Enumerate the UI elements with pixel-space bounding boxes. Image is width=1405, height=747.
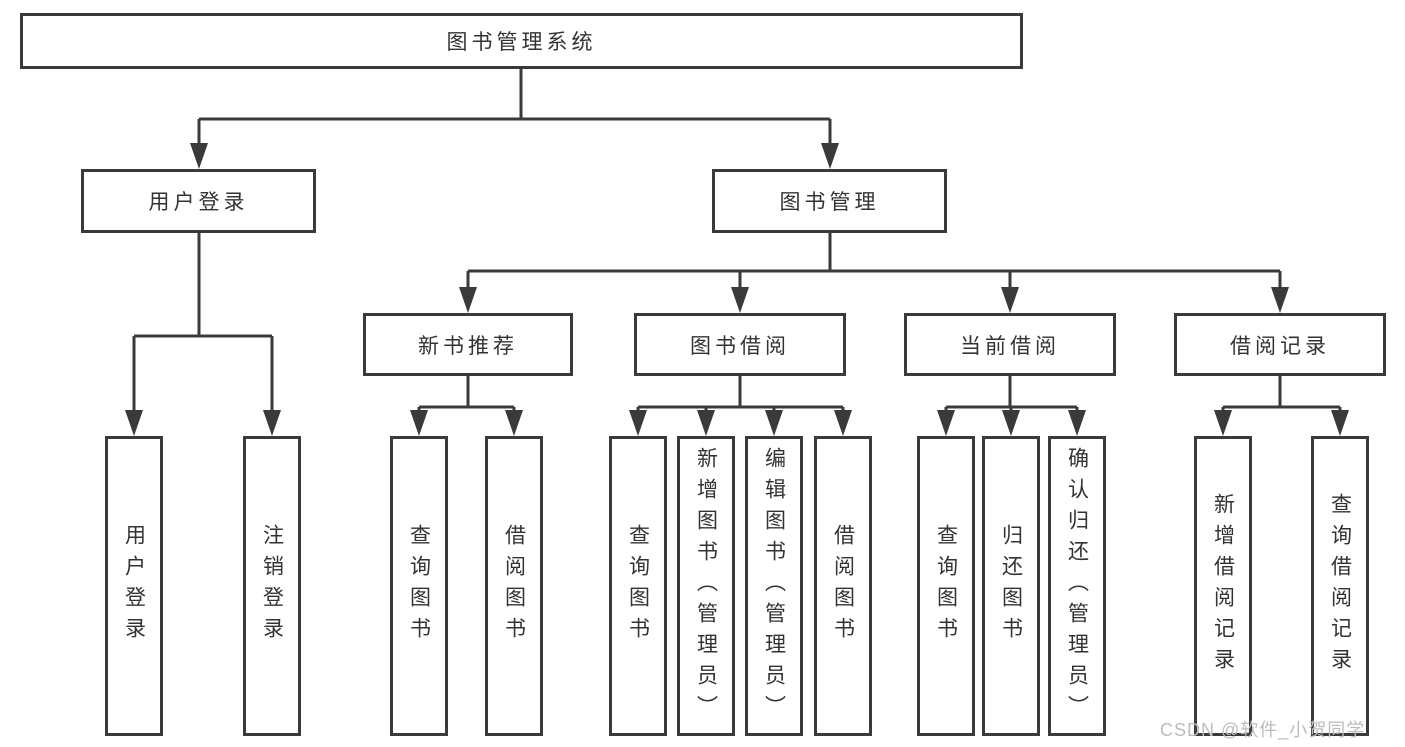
leaf-label: 归还图书 xyxy=(999,524,1023,648)
leaf-label: 查询借阅记录 xyxy=(1328,493,1352,679)
arrow-icon xyxy=(937,410,955,436)
node-user-login: 用户登录 xyxy=(81,169,316,233)
leaf-confirm-return-admin: 确认归还（管理员） xyxy=(1048,436,1106,736)
leaf-label: 借阅图书 xyxy=(502,524,526,648)
node-book-management: 图书管理 xyxy=(712,169,947,233)
arrow-icon xyxy=(505,410,523,436)
leaf-add-borrow-record: 新增借阅记录 xyxy=(1194,436,1252,736)
leaf-query-borrow-record: 查询借阅记录 xyxy=(1311,436,1369,736)
arrow-icon xyxy=(834,410,852,436)
arrow-icon xyxy=(190,143,208,169)
leaf-label: 查询图书 xyxy=(407,524,431,648)
leaf-user-login: 用户登录 xyxy=(105,436,163,736)
connector-book-borrow xyxy=(636,376,845,412)
node-new-book-recommend: 新书推荐 xyxy=(363,313,573,376)
leaf-label: 编辑图书（管理员） xyxy=(762,446,786,726)
connector-stems xyxy=(132,69,1342,412)
connector-user-login xyxy=(132,233,274,412)
connector-borrow-records xyxy=(1221,376,1342,412)
node-book-borrow: 图书借阅 xyxy=(634,313,846,376)
arrow-icon xyxy=(125,410,143,436)
leaf-edit-books-admin: 编辑图书（管理员） xyxy=(745,436,803,736)
leaf-label: 新增图书（管理员） xyxy=(694,446,718,726)
connector-root xyxy=(197,69,832,145)
arrow-icon xyxy=(731,287,749,313)
node-current-borrow: 当前借阅 xyxy=(904,313,1116,376)
leaf-label: 注销登录 xyxy=(260,524,284,648)
arrow-icon xyxy=(1271,287,1289,313)
leaf-query-books-borrow: 查询图书 xyxy=(609,436,667,736)
arrow-icon xyxy=(1068,410,1086,436)
node-root-library-system: 图书管理系统 xyxy=(20,13,1023,69)
leaf-label: 确认归还（管理员） xyxy=(1065,446,1089,726)
connector-current-borrow xyxy=(944,376,1079,412)
leaf-label: 新增借阅记录 xyxy=(1211,493,1235,679)
connector-new-book-recommend xyxy=(417,376,516,412)
leaf-label: 查询图书 xyxy=(934,524,958,648)
arrow-icon xyxy=(1001,287,1019,313)
leaf-label: 借阅图书 xyxy=(831,524,855,648)
arrow-icon xyxy=(1331,410,1349,436)
arrow-icon xyxy=(697,410,715,436)
leaf-query-books-current: 查询图书 xyxy=(917,436,975,736)
arrow-icon xyxy=(1214,410,1232,436)
leaf-label: 用户登录 xyxy=(122,524,146,648)
leaf-query-books-recommend: 查询图书 xyxy=(390,436,448,736)
arrow-icon xyxy=(263,410,281,436)
arrowheads xyxy=(125,143,1349,436)
arrow-icon xyxy=(1002,410,1020,436)
arrow-icon xyxy=(410,410,428,436)
node-borrow-records: 借阅记录 xyxy=(1174,313,1386,376)
leaf-logout: 注销登录 xyxy=(243,436,301,736)
leaf-return-books: 归还图书 xyxy=(982,436,1040,736)
arrow-icon xyxy=(629,410,647,436)
csdn-watermark: CSDN @软件_小贺同学 xyxy=(1160,720,1366,740)
arrow-icon xyxy=(459,287,477,313)
leaf-borrow-books-recommend: 借阅图书 xyxy=(485,436,543,736)
arrow-icon xyxy=(821,143,839,169)
arrow-icon xyxy=(765,410,783,436)
leaf-add-books-admin: 新增图书（管理员） xyxy=(677,436,735,736)
leaf-borrow-books: 借阅图书 xyxy=(814,436,872,736)
connector-book-management xyxy=(466,233,1282,289)
leaf-label: 查询图书 xyxy=(626,524,650,648)
